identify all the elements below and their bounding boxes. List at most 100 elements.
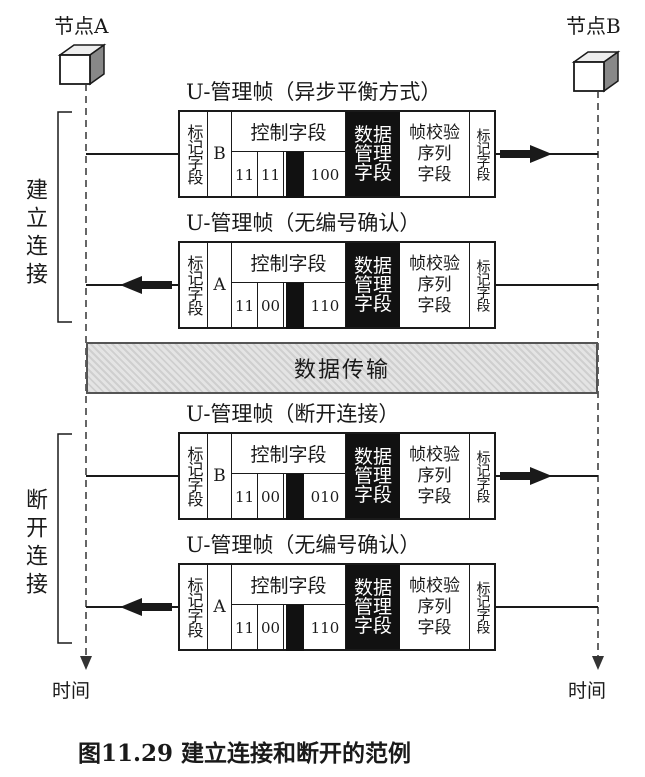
fcs-field-label: 序列 — [417, 274, 452, 295]
data-field: 数据 管理 字段 — [346, 434, 400, 518]
node-b-box — [571, 50, 621, 93]
address-field: B — [208, 112, 232, 196]
fcs-field: 帧校验 序列 字段 — [400, 434, 470, 518]
control-bit-group: 010 — [310, 488, 340, 506]
fcs-field-label: 帧校验 — [409, 575, 460, 596]
address-field: A — [208, 243, 232, 327]
control-bit-group: 110 — [310, 619, 340, 637]
control-field: 控制字段 11 00 110 — [232, 243, 346, 329]
data-field: 数据 管理 字段 — [346, 565, 400, 649]
fcs-field: 帧校验 序列 字段 — [400, 243, 470, 327]
node-a-label: 节点A — [54, 14, 109, 38]
timeline-a-arrowhead — [80, 656, 92, 670]
control-field-label: 控制字段 — [232, 434, 345, 474]
data-field-label: 数据 — [353, 254, 392, 277]
data-field-label: 数据 — [353, 445, 392, 468]
node-a-box — [57, 43, 107, 86]
disconnect-bracket — [57, 433, 72, 644]
fcs-field-label: 帧校验 — [409, 253, 460, 274]
data-field-label: 字段 — [353, 161, 392, 184]
control-bit-group: 11 — [232, 152, 258, 198]
control-bit-group: 11 — [258, 152, 284, 198]
data-field: 数据 管理 字段 — [346, 243, 400, 327]
address-field: A — [208, 565, 232, 649]
time-label-b: 时间 — [568, 680, 607, 702]
u-frame: 标记字段 A 控制字段 11 00 110 数据 管理 字段 帧校验 序列 字段… — [178, 563, 496, 651]
data-field-label: 管理 — [353, 273, 392, 296]
control-bit-group: 00 — [258, 474, 284, 520]
control-field-label: 控制字段 — [232, 112, 345, 152]
fcs-field: 帧校验 序列 字段 — [400, 112, 470, 196]
flag-field-end: 标记字段 — [474, 259, 491, 311]
control-bit-group: 00 — [258, 605, 284, 651]
frame-title: U-管理帧（断开连接） — [186, 402, 400, 426]
control-bit-group: 100 — [310, 166, 340, 184]
control-bit-group: 11 — [232, 605, 258, 651]
data-field-label: 管理 — [353, 464, 392, 487]
u-frame: 标记字段 B 控制字段 11 00 010 数据 管理 字段 帧校验 序列 字段… — [178, 432, 496, 520]
control-bits: 11 11 100 — [232, 152, 345, 198]
flag-field-start: 标记字段 — [180, 565, 208, 649]
direction-arrow — [120, 276, 172, 294]
control-field: 控制字段 11 00 010 — [232, 434, 346, 520]
control-field: 控制字段 11 00 110 — [232, 565, 346, 651]
fcs-field-label: 帧校验 — [409, 444, 460, 465]
control-field: 控制字段 11 11 100 — [232, 112, 346, 198]
fcs-field-label: 字段 — [417, 295, 452, 316]
data-field-label: 字段 — [353, 292, 392, 315]
fcs-field-label: 帧校验 — [409, 122, 460, 143]
data-field-label: 数据 — [353, 123, 392, 146]
poll-final-bit — [286, 152, 304, 198]
time-label-a: 时间 — [52, 680, 91, 702]
fcs-field-label: 序列 — [417, 465, 452, 486]
data-field-label: 数据 — [353, 576, 392, 599]
phase-disconnect-label: 断开连接 — [22, 488, 47, 600]
poll-final-bit — [286, 474, 304, 520]
data-field-label: 管理 — [353, 595, 392, 618]
control-bit-group: 11 — [232, 283, 258, 329]
address-field: B — [208, 434, 232, 518]
flag-field-end: 标记字段 — [474, 128, 491, 180]
control-bits: 11 00 010 — [232, 474, 345, 520]
figure-caption: 图11.29 建立连接和断开的范例 — [78, 740, 412, 767]
control-bits: 11 00 110 — [232, 605, 345, 651]
direction-arrow — [500, 145, 552, 163]
flag-field-start: 标记字段 — [180, 434, 208, 518]
connect-bracket — [57, 111, 72, 323]
direction-arrow — [120, 598, 172, 616]
flag-field-end: 标记字段 — [474, 581, 491, 633]
direction-arrow — [500, 467, 552, 485]
phase-connect-label: 建立连接 — [22, 178, 47, 290]
flag-field-start: 标记字段 — [180, 243, 208, 327]
control-bit-group: 00 — [258, 283, 284, 329]
frame-title: U-管理帧（异步平衡方式） — [186, 80, 442, 104]
poll-final-bit — [286, 283, 304, 329]
u-frame: 标记字段 A 控制字段 11 00 110 数据 管理 字段 帧校验 序列 字段… — [178, 241, 496, 329]
data-field-label: 字段 — [353, 614, 392, 637]
node-b-label: 节点B — [566, 14, 621, 38]
data-field-label: 字段 — [353, 483, 392, 506]
fcs-field-label: 序列 — [417, 596, 452, 617]
fcs-field-label: 字段 — [417, 617, 452, 638]
data-transfer-band: 数据传输 — [86, 342, 598, 394]
data-field: 数据 管理 字段 — [346, 112, 400, 196]
fcs-field-label: 字段 — [417, 486, 452, 507]
control-bit-group: 110 — [310, 297, 340, 315]
control-bit-group: 11 — [232, 474, 258, 520]
fcs-field-label: 字段 — [417, 164, 452, 185]
timeline-b-arrowhead — [592, 656, 604, 670]
control-bits: 11 00 110 — [232, 283, 345, 329]
control-field-label: 控制字段 — [232, 565, 345, 605]
control-field-label: 控制字段 — [232, 243, 345, 283]
flag-field-start: 标记字段 — [180, 112, 208, 196]
data-field-label: 管理 — [353, 142, 392, 165]
fcs-field: 帧校验 序列 字段 — [400, 565, 470, 649]
fcs-field-label: 序列 — [417, 143, 452, 164]
u-frame: 标记字段 B 控制字段 11 11 100 数据 管理 字段 帧校验 序列 字段… — [178, 110, 496, 198]
flag-field-end: 标记字段 — [474, 450, 491, 502]
frame-title: U-管理帧（无编号确认） — [186, 533, 421, 557]
data-transfer-label: 数据传输 — [293, 358, 390, 383]
poll-final-bit — [286, 605, 304, 651]
